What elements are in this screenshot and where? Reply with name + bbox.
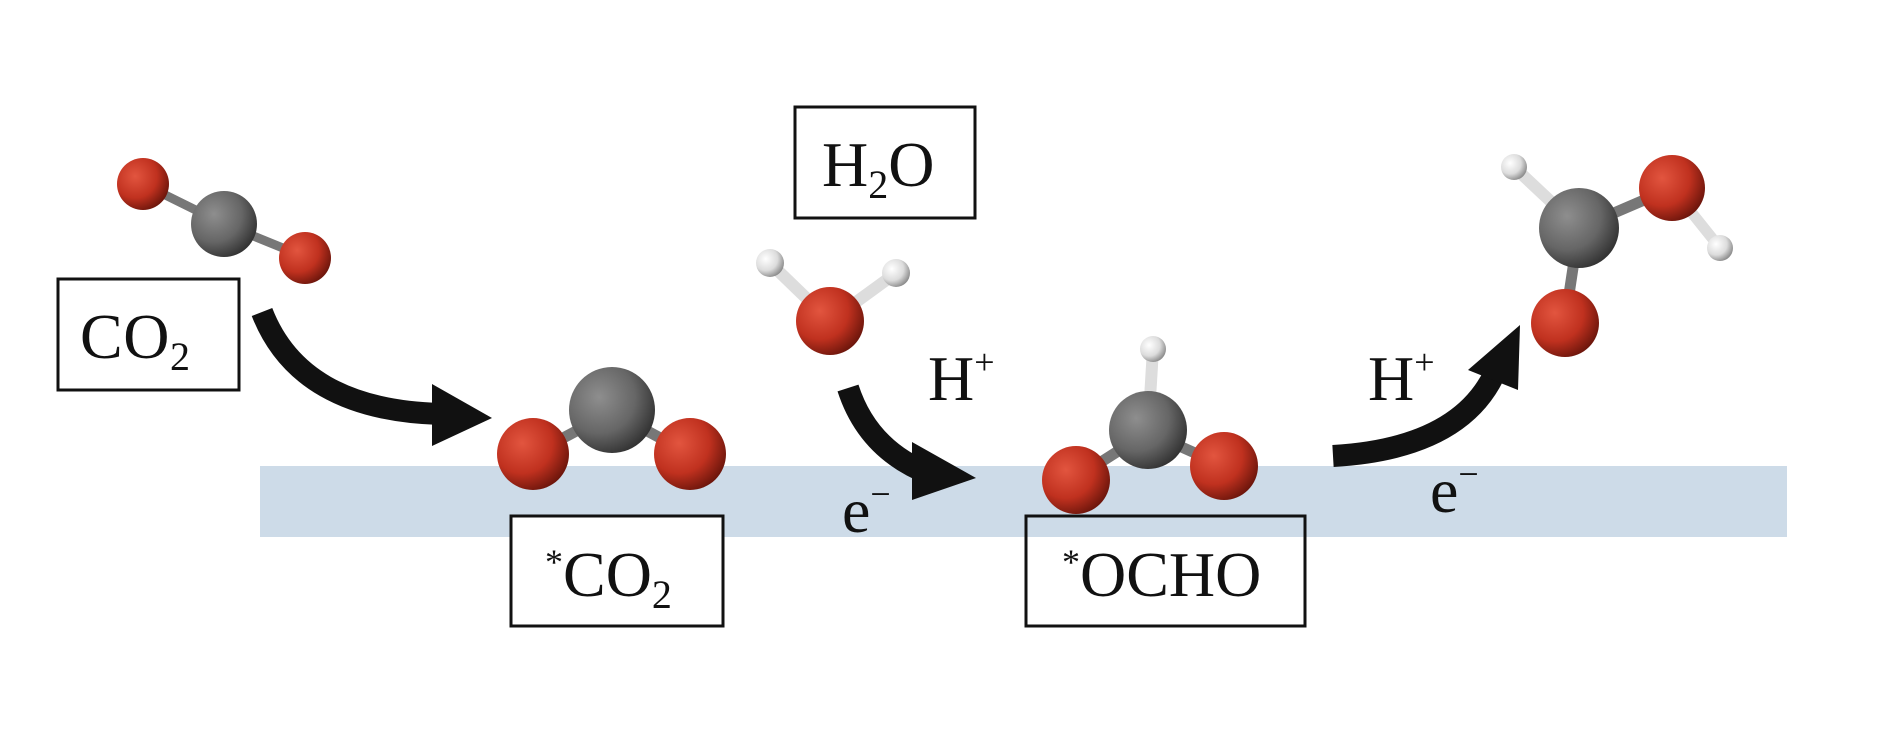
first-protonation-arrow (837, 384, 976, 500)
oxygen-atom (654, 418, 726, 490)
electron-charge: − (870, 474, 890, 514)
co2-label-box (56, 277, 241, 392)
proton-charge: + (974, 342, 994, 382)
adsorbed-co2-label: *CO2 (509, 514, 725, 628)
svg-text:CO2: CO2 (80, 301, 190, 379)
oxygen-atom (1639, 155, 1705, 221)
step2-proton-label: H+ (928, 342, 995, 414)
co2-gas-molecule (117, 158, 331, 284)
co2-label: CO2 (56, 277, 241, 392)
h2o-o-text: O (888, 129, 934, 200)
carbon-atom (1109, 391, 1187, 469)
hydrogen-atom (1707, 235, 1733, 261)
co2-subscript: 2 (170, 334, 190, 379)
step3-proton-label: H+ (1368, 342, 1435, 414)
electron-charge: − (1458, 454, 1478, 494)
oxygen-atom (279, 232, 331, 284)
oxygen-atom (796, 287, 864, 355)
carbon-atom (1539, 188, 1619, 268)
ocho-label-box (1024, 514, 1307, 628)
h2o-molecule (756, 249, 910, 355)
electron-text: e (842, 475, 870, 546)
co2-text: CO (80, 301, 169, 372)
carbon-atom (569, 367, 655, 453)
adsorbed-star: * (545, 542, 563, 582)
svg-text:*OCHO: *OCHO (1062, 539, 1261, 610)
svg-text:*CO2: *CO2 (545, 539, 672, 617)
proton-text: H (928, 343, 974, 414)
hydrogen-atom (1140, 336, 1166, 362)
oxygen-atom (1042, 446, 1110, 514)
h2o-h-text: H (822, 129, 868, 200)
oxygen-atom (117, 158, 169, 210)
adsorbed-co2-molecule (497, 367, 726, 490)
proton-text: H (1368, 343, 1414, 414)
oxygen-atom (497, 418, 569, 490)
adsorbed-co2-text: CO (563, 539, 652, 610)
h2o-label: H2O (793, 105, 977, 220)
adsorbed-co2-label-box (509, 514, 725, 628)
proton-charge: + (1414, 342, 1434, 382)
ocho-molecule (1042, 336, 1258, 514)
formic-acid-molecule (1501, 154, 1733, 357)
adsorbed-co2-subscript: 2 (652, 572, 672, 617)
hydrogen-atom (1501, 154, 1527, 180)
hydrogen-atom (882, 259, 910, 287)
ocho-star: * (1062, 542, 1080, 582)
catalyst-surface (260, 466, 1787, 537)
ocho-label: *OCHO (1024, 514, 1307, 628)
oxygen-atom (1531, 289, 1599, 357)
adsorption-arrow (251, 307, 492, 446)
step3-electron-label: e− (1430, 454, 1479, 526)
svg-text:H2O: H2O (822, 129, 934, 207)
carbon-atom (191, 191, 257, 257)
h2o-subscript: 2 (868, 162, 888, 207)
h2o-label-box (793, 105, 977, 220)
hydrogen-atom (756, 249, 784, 277)
step2-electron-label: e− (842, 474, 891, 546)
oxygen-atom (1190, 432, 1258, 500)
second-protonation-arrow (1332, 325, 1520, 467)
ocho-text: OCHO (1080, 539, 1261, 610)
electron-text: e (1430, 455, 1458, 526)
